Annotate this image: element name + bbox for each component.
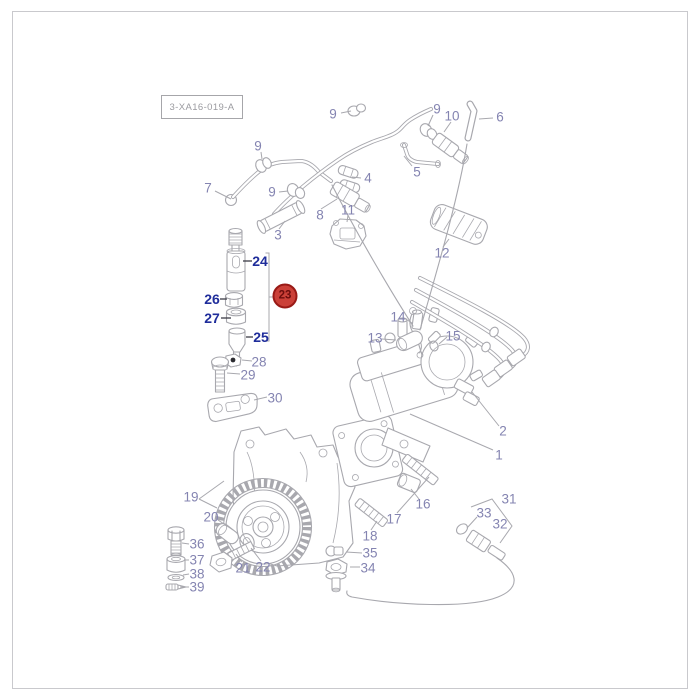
callout-38: 38 [189,566,205,582]
bolt-35-drawing [325,545,344,557]
injection-pump-drawing [349,307,484,463]
callout-37: 37 [189,552,205,568]
cross-lines-drawing [331,143,468,331]
callout-17: 17 [386,511,402,527]
injector-24-drawing [226,227,246,292]
clamp-11-drawing [329,218,367,250]
block-12-drawing [429,204,488,245]
callout-13: 13 [367,330,383,346]
callout-34: 34 [360,560,376,576]
reference-code-box: 3-XA16-019-A [161,95,243,119]
callout-8: 8 [316,207,324,223]
ring-15-drawing [429,340,439,352]
reference-code: 3-XA16-019-A [169,101,235,113]
washer-38-drawing [167,573,185,582]
injection-pipes-drawing [410,276,530,388]
callout-30: 30 [267,390,283,406]
callout-19: 19 [183,489,199,505]
callout-33: 33 [476,505,492,521]
elbow-5-drawing [400,142,441,168]
callout-9a: 9 [254,138,262,154]
callout-6: 6 [496,109,504,125]
callout-7: 7 [204,180,212,196]
pipe-6-drawing [464,100,478,142]
callout-35: 35 [362,545,378,561]
nut-34-drawing [325,558,348,593]
connector-10-drawing [419,123,469,165]
stud-17-drawing [402,454,439,486]
union-8-drawing [286,181,371,213]
callout-9b: 9 [329,106,337,122]
nut-28-drawing [224,353,242,368]
spacer-37-drawing [166,555,186,573]
callout-3: 3 [274,227,282,243]
fuel-pipe-7-drawing [224,157,333,207]
flange-plate-drawing [332,414,404,488]
sender-unit-drawing [346,523,515,606]
callout-24: 24 [252,253,268,269]
plate-30-drawing [207,392,258,423]
ring-26-drawing [224,292,244,308]
image-border [12,11,688,689]
callout-39: 39 [189,579,205,595]
callout-26: 26 [204,291,220,307]
callout-12: 12 [434,245,450,261]
callout-29: 29 [240,367,256,383]
callout-9d: 9 [268,184,276,200]
leader-lines [180,110,513,588]
callout-36: 36 [189,536,205,552]
callout-27: 27 [204,310,220,326]
sleeve-13-drawing [396,330,423,352]
bolt-36-drawing [167,526,185,558]
callout-5: 5 [413,164,421,180]
callout-1: 1 [495,447,503,463]
callout-28: 28 [251,354,267,370]
bolt-29-drawing [210,356,230,393]
callout-11: 11 [340,202,356,218]
callout-20: 20 [203,509,219,525]
callout-10: 10 [444,108,460,124]
callout-32: 32 [492,516,508,532]
callout-25: 25 [253,329,269,345]
callout-18: 18 [362,528,378,544]
callout-4: 4 [364,170,372,186]
callout-9c: 9 [433,101,441,117]
callout-14: 14 [390,309,406,325]
fuel-pipe-top-drawing [272,103,433,216]
callout-2: 2 [499,423,507,439]
callout-21: 21 [235,560,251,576]
stud-18-drawing [354,498,389,527]
clamp-4-drawing [337,165,361,193]
callout-23-highlight-badge: 23 [272,283,298,309]
callout-22: 22 [255,559,271,575]
callout-15: 15 [445,328,461,344]
callout-31: 31 [501,491,517,507]
bolt-21-drawing [209,540,255,573]
ring-27-drawing [225,307,247,325]
callout-16: 16 [415,496,431,512]
plug-16-drawing [396,472,421,493]
